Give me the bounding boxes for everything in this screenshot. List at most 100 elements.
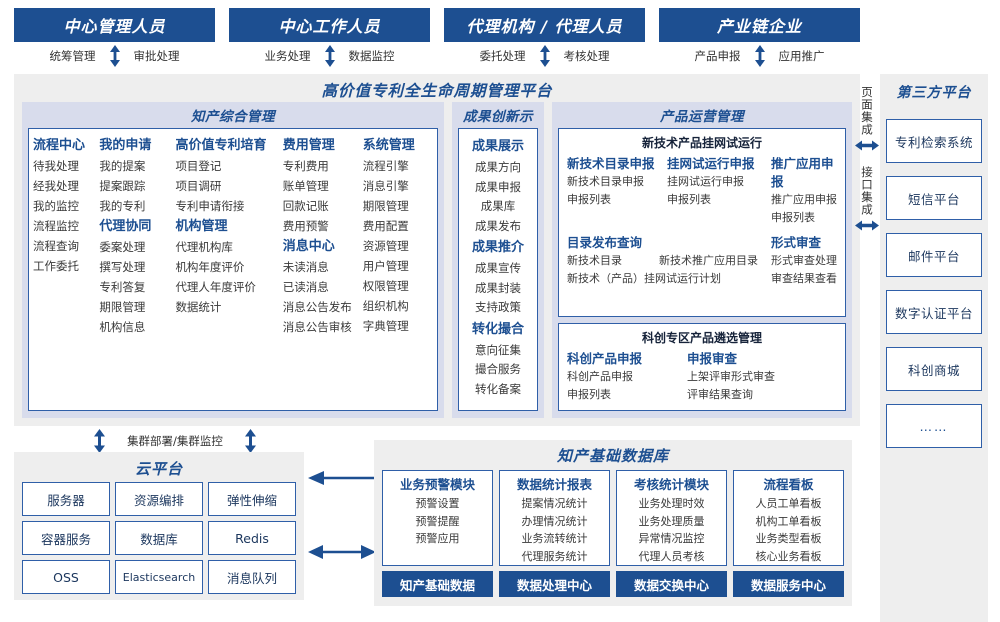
menu-item[interactable]: 机构年度评价	[175, 260, 245, 274]
third-party-item-more[interactable]: ……	[886, 404, 982, 448]
menu-item[interactable]: 工作委托	[33, 259, 79, 273]
third-party-item-digital-cert[interactable]: 数字认证平台	[886, 290, 982, 334]
menu-item[interactable]: 支持政策	[475, 300, 521, 314]
db-card-item[interactable]: 业务类型看板	[755, 532, 822, 545]
menu-item[interactable]: 账单管理	[282, 179, 329, 193]
menu-item[interactable]: 形式审查处理	[771, 254, 837, 267]
menu-item[interactable]: 申报列表	[667, 193, 711, 206]
db-card-item[interactable]: 机构工单看板	[755, 514, 822, 528]
db-card-item[interactable]: 预警设置	[415, 497, 460, 510]
menu-item[interactable]: 专利答复	[99, 280, 146, 294]
group-title[interactable]: 成果推介	[471, 240, 524, 255]
actor-title-1[interactable]: 中心工作人员	[229, 8, 430, 42]
group-title[interactable]: 我的申请	[99, 138, 152, 153]
menu-item[interactable]: 评审结果查询	[687, 388, 753, 401]
menu-item[interactable]: 已读消息	[282, 280, 329, 294]
menu-item[interactable]: 资源管理	[362, 239, 409, 253]
group-title[interactable]: 高价值专利培育	[175, 138, 267, 153]
menu-item[interactable]: 推广应用申报	[771, 193, 837, 206]
group-title[interactable]: 代理协同	[99, 219, 152, 234]
menu-item[interactable]: 项目调研	[175, 179, 222, 193]
cloud-cell-redis[interactable]: Redis	[208, 521, 296, 555]
menu-item[interactable]: 新技术（产品）挂网试运行计划	[567, 272, 721, 285]
third-party-item-patent-search[interactable]: 专利检索系统	[886, 119, 982, 163]
group-title[interactable]: 机构管理	[175, 219, 228, 234]
db-card-item[interactable]: 业务处理质量	[638, 514, 705, 528]
menu-item[interactable]: 权限管理	[362, 279, 409, 293]
menu-item[interactable]: 代理人年度评价	[175, 280, 256, 294]
group-title[interactable]: 费用管理	[282, 138, 335, 153]
cloud-cell-container[interactable]: 容器服务	[22, 521, 110, 555]
menu-item[interactable]: 上架评审形式审查	[687, 370, 775, 383]
menu-item[interactable]: 消息公告发布	[282, 300, 352, 314]
db-footer-service-center[interactable]: 数据服务中心	[733, 571, 844, 597]
menu-item[interactable]: 撮合服务	[475, 362, 521, 376]
third-party-item-email[interactable]: 邮件平台	[886, 233, 982, 277]
db-card-item[interactable]: 业务流转统计	[521, 532, 588, 545]
menu-item[interactable]: 回款记账	[282, 199, 329, 213]
menu-item[interactable]: 专利费用	[282, 159, 329, 173]
menu-item[interactable]: 新技术推广应用目录	[659, 254, 758, 267]
menu-item[interactable]: 成果宣传	[475, 261, 521, 275]
group-title[interactable]: 申报审查	[687, 351, 738, 366]
cloud-cell-oss[interactable]: OSS	[22, 560, 110, 594]
menu-item[interactable]: 申报列表	[567, 388, 611, 401]
db-footer-processing-center[interactable]: 数据处理中心	[499, 571, 610, 597]
menu-item[interactable]: 新技术目录	[567, 254, 622, 267]
cloud-cell-orchestration[interactable]: 资源编排	[115, 482, 203, 516]
menu-item[interactable]: 项目登记	[175, 159, 222, 173]
menu-item[interactable]: 新技术目录申报	[567, 175, 644, 188]
group-title[interactable]: 科创产品申报	[567, 351, 643, 366]
actor-title-2[interactable]: 代理机构 / 代理人员	[444, 8, 645, 42]
menu-item[interactable]: 消息引擎	[362, 179, 409, 193]
menu-item[interactable]: 成果发布	[475, 218, 521, 233]
actor-title-3[interactable]: 产业链企业	[659, 8, 860, 42]
menu-item[interactable]: 科创产品申报	[567, 370, 633, 383]
menu-item[interactable]: 流程引擎	[362, 159, 409, 173]
third-party-item-kechuang-mall[interactable]: 科创商城	[886, 347, 982, 391]
menu-item[interactable]: 消息公告审核	[282, 320, 352, 334]
menu-item[interactable]: 申报列表	[567, 193, 611, 206]
menu-item[interactable]: 费用配置	[362, 219, 409, 233]
menu-item[interactable]: 成果申报	[475, 179, 521, 194]
db-footer-exchange-center[interactable]: 数据交换中心	[616, 571, 727, 597]
db-footer-base-data[interactable]: 知产基础数据	[382, 571, 493, 597]
menu-item[interactable]: 流程查询	[33, 239, 79, 253]
db-card-item[interactable]: 办理情况统计	[521, 514, 588, 528]
menu-item[interactable]: 我的监控	[33, 199, 79, 213]
menu-item[interactable]: 代理机构库	[175, 240, 233, 254]
cloud-cell-database[interactable]: 数据库	[115, 521, 203, 555]
menu-item[interactable]: 未读消息	[282, 260, 329, 274]
group-title[interactable]: 系统管理	[362, 138, 415, 153]
db-card-item[interactable]: 预警提醒	[415, 514, 460, 528]
group-title[interactable]: 挂网试运行申报	[667, 156, 755, 171]
menu-item[interactable]: 意向征集	[475, 342, 521, 357]
db-card-item[interactable]: 代理人员考核	[638, 549, 705, 563]
menu-item[interactable]: 流程监控	[33, 219, 79, 233]
menu-item[interactable]: 挂网试运行申报	[667, 175, 744, 188]
menu-item[interactable]: 撰写处理	[99, 260, 146, 274]
menu-item[interactable]: 审查结果查看	[771, 272, 837, 285]
menu-item[interactable]: 转化备案	[475, 381, 521, 396]
cloud-cell-autoscaling[interactable]: 弹性伸缩	[208, 482, 296, 516]
group-title[interactable]: 消息中心	[282, 239, 335, 254]
group-title[interactable]: 目录发布查询	[567, 235, 643, 250]
menu-item[interactable]: 委案处理	[99, 240, 146, 254]
group-title[interactable]: 流程中心	[33, 138, 86, 153]
group-title[interactable]: 新技术目录申报	[567, 156, 655, 171]
third-party-item-sms[interactable]: 短信平台	[886, 176, 982, 220]
actor-title-0[interactable]: 中心管理人员	[14, 8, 215, 42]
cloud-cell-server[interactable]: 服务器	[22, 482, 110, 516]
menu-item[interactable]: 机构信息	[99, 320, 146, 334]
menu-item[interactable]: 提案跟踪	[99, 179, 146, 193]
db-card-item[interactable]: 业务处理时效	[638, 497, 705, 510]
menu-item[interactable]: 数据统计	[175, 300, 222, 314]
db-card-item[interactable]: 核心业务看板	[755, 549, 822, 563]
menu-item[interactable]: 待我处理	[33, 159, 79, 173]
menu-item[interactable]: 经我处理	[33, 179, 79, 193]
group-title[interactable]: 形式审查	[771, 235, 822, 250]
db-card-item[interactable]: 异常情况监控	[638, 532, 705, 545]
menu-item[interactable]: 费用预警	[282, 219, 329, 233]
group-title[interactable]: 成果展示	[471, 139, 524, 154]
menu-item[interactable]: 我的提案	[99, 159, 146, 173]
